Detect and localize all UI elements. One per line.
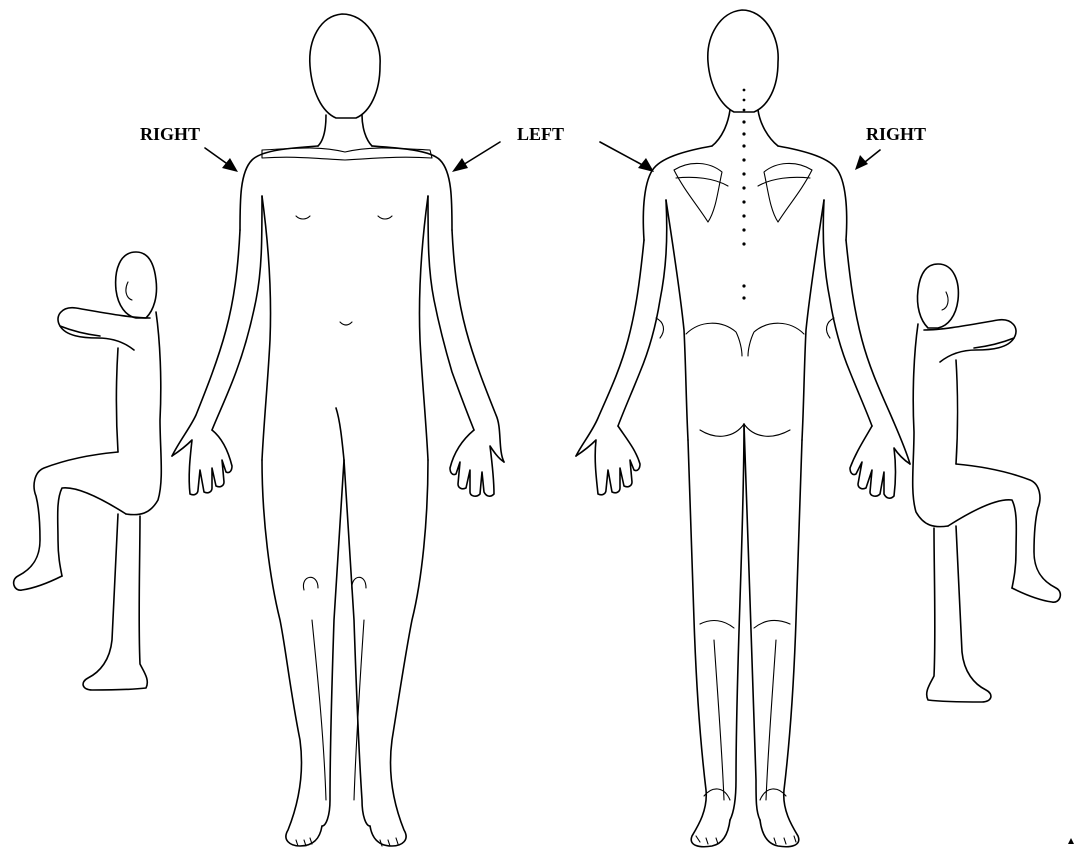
arrow-back-left — [600, 142, 654, 172]
label-back-right: RIGHT — [866, 124, 926, 144]
corner-mark — [1068, 838, 1074, 844]
arrow-back-right — [855, 150, 880, 170]
label-left: LEFT — [517, 124, 564, 144]
side-squat-figure-left — [14, 252, 162, 690]
spine-dots — [742, 89, 745, 300]
label-front-right: RIGHT — [140, 124, 200, 144]
side-squat-figure-right — [913, 264, 1061, 702]
arrow-front-right — [205, 148, 238, 172]
back-view-body — [576, 10, 910, 847]
arrow-front-left — [452, 142, 500, 172]
front-view-body — [172, 14, 504, 846]
